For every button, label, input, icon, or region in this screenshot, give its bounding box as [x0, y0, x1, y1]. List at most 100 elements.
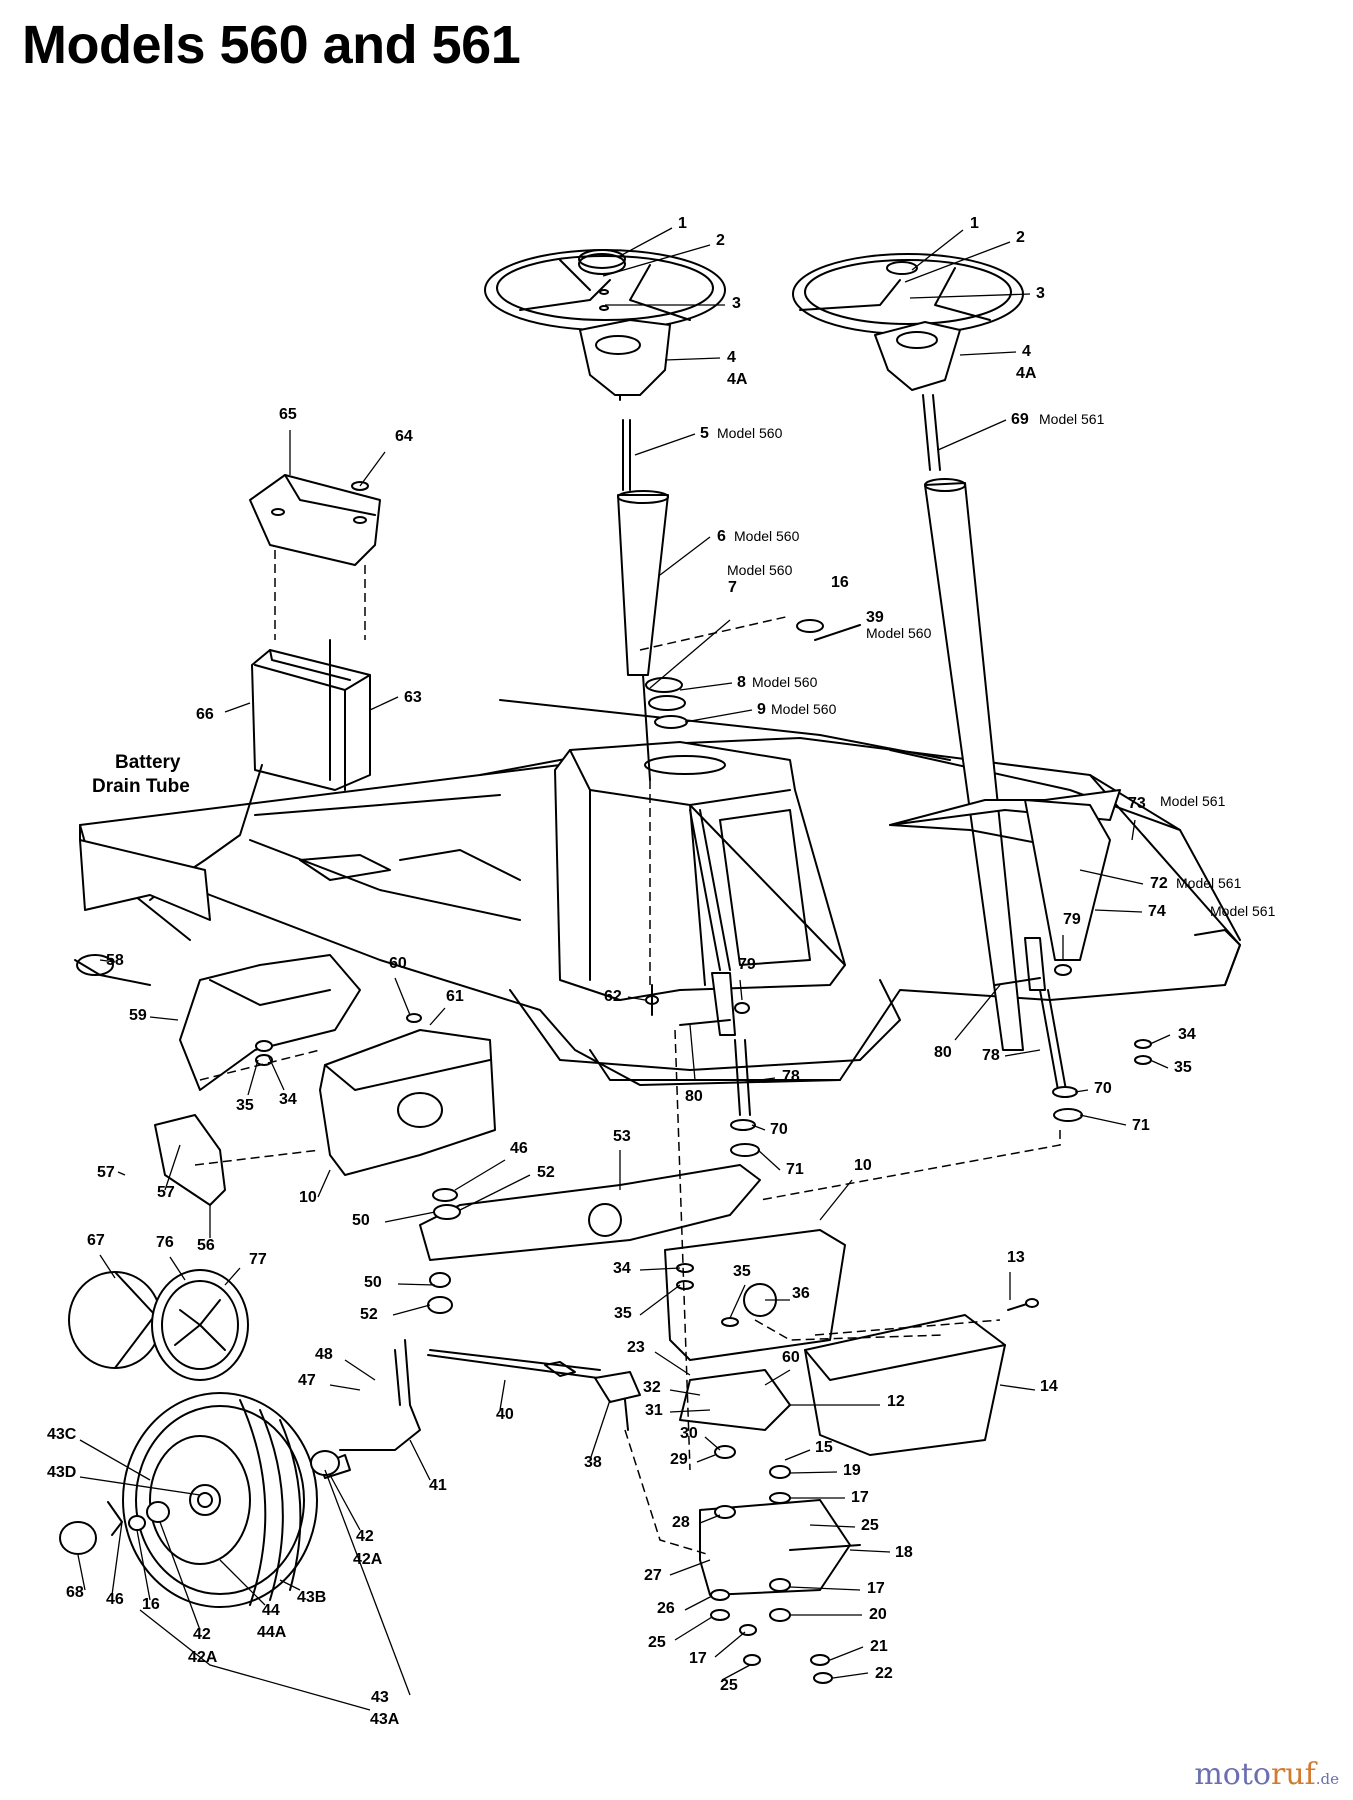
part-callout: 50 — [352, 1212, 370, 1229]
assembly-lines — [194, 615, 1061, 1556]
part-callout: 57 — [157, 1184, 175, 1201]
part-callout: 73 — [1128, 795, 1146, 812]
part-callout: 31 — [645, 1402, 663, 1419]
front-axle-assembly — [319, 1164, 1006, 1596]
part-callout: 41 — [429, 1477, 447, 1494]
part-callout: 43C — [47, 1426, 77, 1443]
part-callout: 15 — [815, 1439, 833, 1456]
part-callout: 80 — [685, 1088, 703, 1105]
part-callout: 25 — [720, 1677, 738, 1694]
part-callout: 46 — [510, 1140, 528, 1157]
part-callout: 50 — [364, 1274, 382, 1291]
part-callout: 61 — [446, 988, 464, 1005]
part-callout: 19 — [843, 1462, 861, 1479]
model-note: Model 560 — [752, 674, 818, 690]
part-callout: 16 — [831, 574, 849, 591]
part-callout: 70 — [770, 1121, 788, 1138]
part-callout: 67 — [87, 1232, 105, 1249]
part-callout: 7 — [728, 579, 737, 596]
part-callout: 70 — [1094, 1080, 1112, 1097]
part-callout: 35 — [1174, 1059, 1192, 1076]
part-callout: 22 — [875, 1665, 893, 1682]
part-callout: 63 — [404, 689, 422, 706]
part-callout: 53 — [613, 1128, 631, 1145]
part-callout: 80 — [934, 1044, 952, 1061]
part-callout: 14 — [1040, 1378, 1058, 1395]
part-callout: 42A — [188, 1649, 218, 1666]
part-callout: 30 — [680, 1425, 698, 1442]
part-callout: 18 — [895, 1544, 913, 1561]
part-callout: 34 — [613, 1260, 631, 1277]
part-callout: 28 — [672, 1514, 690, 1531]
model-note: Model 561 — [1176, 875, 1242, 891]
part-callout: 13 — [1007, 1249, 1025, 1266]
part-callout: 17 — [689, 1650, 707, 1667]
battery-assembly — [149, 474, 381, 901]
part-callout: 8 — [737, 674, 746, 691]
part-callout: 77 — [249, 1251, 267, 1268]
part-callout: 43B — [297, 1589, 326, 1606]
model-note: Model 560 — [717, 425, 783, 441]
part-callout: 17 — [867, 1580, 885, 1597]
part-callout: 69 — [1011, 411, 1029, 428]
part-callout: 52 — [360, 1306, 378, 1323]
battery-label-line2: Drain Tube — [92, 776, 190, 797]
steering-wheel-560 — [484, 249, 760, 1157]
part-callout: 23 — [627, 1339, 645, 1356]
battery-label-line1: Battery — [115, 752, 181, 773]
part-callout: 78 — [782, 1068, 800, 1085]
part-callout: 12 — [887, 1393, 905, 1410]
watermark-logo: motoruf.de — [1194, 1757, 1339, 1792]
model-note: Model 561 — [1039, 411, 1105, 427]
part-callout: 43A — [370, 1711, 400, 1728]
part-callout: 42 — [356, 1528, 374, 1545]
model-note: Model 561 — [1210, 903, 1276, 919]
part-callout: 59 — [129, 1007, 147, 1024]
part-callout: 74 — [1148, 903, 1166, 920]
model-note: Model 560 — [727, 562, 793, 578]
part-callout: 25 — [861, 1517, 879, 1534]
front-wheel-assembly — [59, 1269, 340, 1608]
part-callout: 26 — [657, 1600, 675, 1617]
watermark-part2: ruf — [1270, 1757, 1316, 1792]
part-callout: 5 — [700, 425, 709, 442]
model-note: Model 561 — [1160, 793, 1226, 809]
part-callout: 71 — [786, 1161, 804, 1178]
part-callout: 43D — [47, 1464, 76, 1481]
part-callout: 10 — [854, 1157, 872, 1174]
part-callout: 3 — [1036, 285, 1045, 302]
watermark-part1: moto — [1194, 1757, 1271, 1792]
part-callout: 71 — [1132, 1117, 1150, 1134]
part-callout: 34 — [1178, 1026, 1196, 1043]
part-callout: 56 — [197, 1237, 215, 1254]
part-callout: 6 — [717, 528, 726, 545]
part-callout: 64 — [395, 428, 413, 445]
part-callout: 60 — [389, 955, 407, 972]
part-callout: 68 — [66, 1584, 84, 1601]
part-callout: 39 — [866, 609, 884, 626]
model-note: Model 560 — [866, 625, 932, 641]
part-callout: 35 — [733, 1263, 751, 1280]
part-callout: 48 — [315, 1346, 333, 1363]
part-callout: 2 — [1016, 229, 1025, 246]
part-callout: 47 — [298, 1372, 316, 1389]
part-number-callouts: 12344A56789163912344A6965646663737274793… — [47, 215, 1196, 1728]
part-callout: 1 — [678, 215, 687, 232]
part-callout: 79 — [1063, 911, 1081, 928]
part-callout: 17 — [851, 1489, 869, 1506]
part-callout: 78 — [982, 1047, 1000, 1064]
part-callout: 4A — [1016, 365, 1037, 382]
part-callout: 40 — [496, 1406, 514, 1423]
console-box — [509, 741, 901, 1071]
model-note: Model 560 — [771, 701, 837, 717]
part-callout: 25 — [648, 1634, 666, 1651]
part-callout: 35 — [614, 1305, 632, 1322]
part-callout: 62 — [604, 988, 622, 1005]
part-callout: 16 — [142, 1596, 160, 1613]
part-callout: 34 — [279, 1091, 297, 1108]
part-callout: 29 — [670, 1451, 688, 1468]
part-callout: 52 — [537, 1164, 555, 1181]
part-callout: 36 — [792, 1285, 810, 1302]
